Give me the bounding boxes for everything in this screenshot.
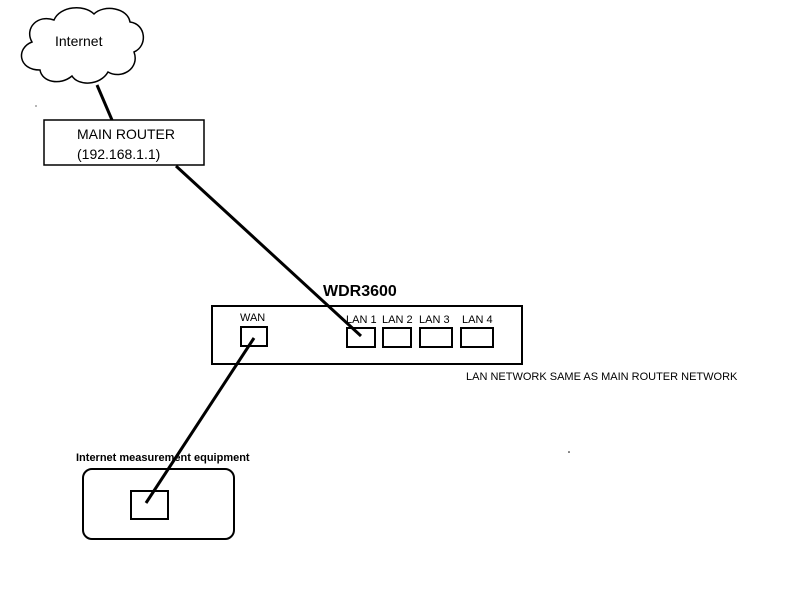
main-router-title: MAIN ROUTER — [77, 126, 175, 142]
equipment-port — [130, 490, 169, 520]
lan1-port — [346, 327, 376, 348]
stray-dot — [35, 105, 37, 107]
lan4-port — [460, 327, 494, 348]
main-router-box — [43, 119, 205, 166]
stray-dot — [568, 451, 570, 453]
equipment-box — [82, 468, 235, 540]
lan3-port — [419, 327, 453, 348]
lan4-port-label: LAN 4 — [462, 314, 493, 326]
link-main-router-lan1 — [174, 164, 363, 338]
wdr3600-title: WDR3600 — [323, 283, 397, 300]
lan3-port-label: LAN 3 — [419, 314, 450, 326]
link-wan-equipment — [144, 337, 256, 504]
wdr3600-box — [211, 305, 523, 365]
lan2-port — [382, 327, 412, 348]
lan2-port-label: LAN 2 — [382, 314, 413, 326]
internet-cloud — [20, 7, 144, 84]
link-internet-main-router — [95, 84, 114, 121]
lan1-port-label: LAN 1 — [346, 314, 377, 326]
wan-port — [240, 326, 268, 347]
main-router-ip: (192.168.1.1) — [77, 146, 161, 162]
internet-label: Internet — [55, 33, 103, 49]
wan-port-label: WAN — [240, 312, 266, 324]
lan-network-note: LAN NETWORK SAME AS MAIN ROUTER NETWORK — [466, 371, 738, 383]
equipment-title: Internet measurement equipment — [76, 452, 250, 464]
